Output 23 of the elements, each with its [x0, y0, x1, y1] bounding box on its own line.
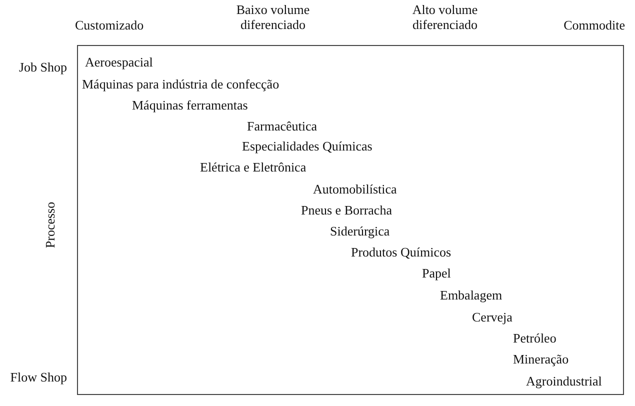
column-heading: Commodite [564, 18, 625, 32]
column-heading: Baixo volume diferenciado [235, 2, 311, 32]
row-heading: Job Shop [18, 60, 67, 74]
row-heading: Flow Shop [10, 370, 67, 384]
industry-label: Máquinas ferramentas [132, 98, 248, 112]
column-heading: Customizado [75, 18, 144, 32]
axis-title: Processo [42, 202, 58, 248]
industry-label: Automobilística [313, 182, 397, 196]
industry-label: Elétrica e Eletrônica [200, 160, 306, 174]
column-heading: Alto volume diferenciado [411, 2, 479, 32]
industry-label: Agroindustrial [526, 374, 602, 388]
industry-label: Pneus e Borracha [301, 202, 392, 218]
industry-label: Embalagem [440, 288, 502, 302]
industry-label: Papel [422, 266, 451, 280]
industry-label: Siderúrgica [330, 224, 390, 238]
industry-label: Aeroespacial [85, 54, 153, 70]
industry-label: Petróleo [513, 330, 556, 346]
industry-label: Especialidades Químicas [242, 138, 372, 154]
industry-label: Máquinas para indústria de confecção [82, 76, 280, 92]
industry-label: Farmacêutica [247, 118, 318, 134]
industry-label: Produtos Químicos [351, 244, 452, 260]
industry-label: Mineração [513, 352, 569, 366]
industry-label: Cerveja [472, 310, 512, 324]
